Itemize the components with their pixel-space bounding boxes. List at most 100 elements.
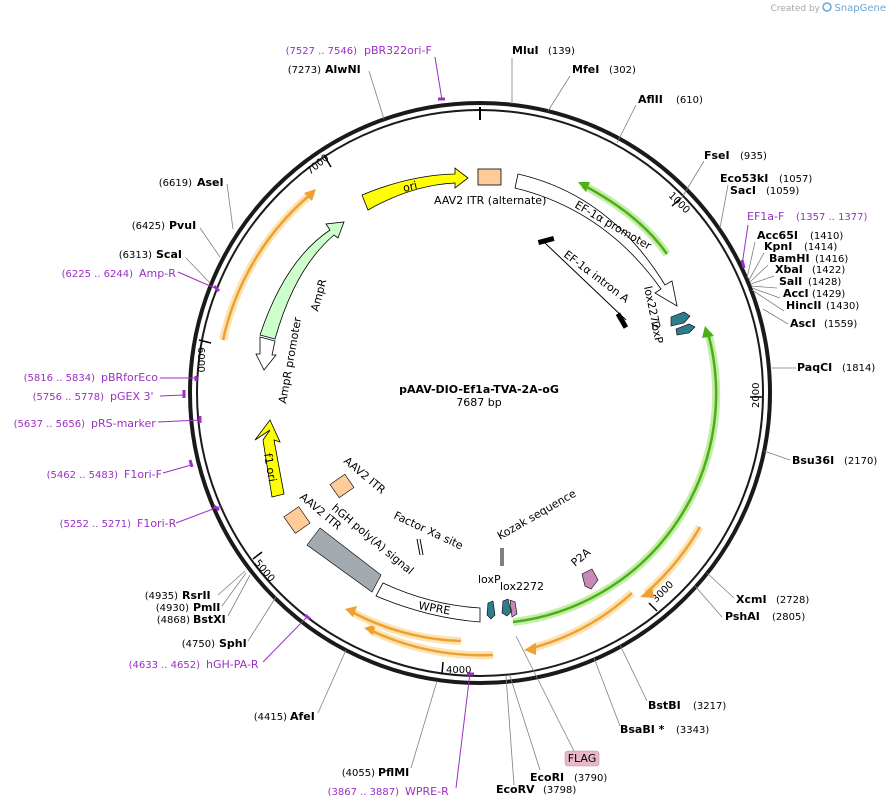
enzyme-position: (4868) bbox=[157, 615, 190, 626]
enzyme-name[interactable]: AccI bbox=[783, 287, 809, 300]
enzyme-labels: MluI (139) MfeI (302) AflII (610) FseI (… bbox=[119, 44, 878, 796]
enzyme-position: (139) bbox=[548, 46, 575, 57]
loxp-bottom-label: loxP bbox=[478, 573, 501, 586]
enzyme-position: (1814) bbox=[842, 363, 875, 374]
lox2272-bottom-label: lox2272 bbox=[500, 580, 544, 593]
enzyme-name[interactable]: PvuI bbox=[169, 219, 196, 232]
loxp-bottom-shape[interactable] bbox=[486, 600, 496, 620]
enzyme-position: (1059) bbox=[766, 186, 799, 197]
enzyme-position: (4930) bbox=[156, 603, 189, 614]
backbone-outer bbox=[188, 101, 772, 685]
loxp-top-shape[interactable] bbox=[675, 323, 696, 336]
primer-name[interactable]: EF1a-F bbox=[747, 210, 784, 223]
enzyme-name[interactable]: AscI bbox=[790, 317, 816, 330]
enzyme-name[interactable]: EcoRI bbox=[530, 771, 564, 784]
enzyme-name[interactable]: MfeI bbox=[572, 63, 599, 76]
primer-name[interactable]: Amp-R bbox=[139, 267, 176, 280]
enzyme-name[interactable]: XbaI bbox=[775, 263, 803, 276]
primer-name[interactable]: hGH-PA-R bbox=[206, 658, 259, 671]
enzyme-name[interactable]: PshAI bbox=[725, 610, 760, 623]
enzyme-name[interactable]: AflII bbox=[638, 93, 663, 106]
primer-position: (5756 .. 5778) bbox=[33, 392, 105, 403]
enzyme-name[interactable]: EcoRV bbox=[496, 783, 535, 796]
enzyme-name[interactable]: BstBI bbox=[648, 699, 681, 712]
orange-cds-1-feature[interactable] bbox=[640, 525, 704, 598]
primer-position: (6225 .. 6244) bbox=[62, 269, 134, 280]
enzyme-position: (4055) bbox=[342, 768, 375, 779]
enzyme-name[interactable]: AlwNI bbox=[325, 63, 361, 76]
orange-cds-5-feature[interactable] bbox=[219, 189, 316, 341]
p2a-label: P2A bbox=[569, 545, 594, 569]
enzyme-name[interactable]: BsaBI * bbox=[620, 723, 665, 736]
enzyme-name[interactable]: HincII bbox=[786, 299, 822, 312]
enzyme-name[interactable]: PaqCI bbox=[797, 361, 832, 374]
enzyme-name[interactable]: PflMI bbox=[378, 766, 409, 779]
enzyme-name[interactable]: FseI bbox=[704, 149, 730, 162]
ori-feature[interactable]: ori bbox=[361, 167, 469, 211]
itr-box-a[interactable] bbox=[283, 506, 311, 534]
primer-position: (7527 .. 7546) bbox=[286, 46, 358, 57]
orange-cds-3-feature[interactable] bbox=[364, 624, 494, 660]
enzyme-position: (2805) bbox=[772, 612, 805, 623]
enzyme-name[interactable]: XcmI bbox=[736, 593, 767, 606]
enzyme-name[interactable]: KpnI bbox=[764, 240, 792, 253]
enzyme-position: (2170) bbox=[844, 456, 877, 467]
orange-cds-4-feature[interactable] bbox=[345, 606, 462, 645]
enzyme-name[interactable]: AseI bbox=[197, 176, 224, 189]
enzyme-name[interactable]: BstXI bbox=[193, 613, 226, 626]
ef1a-intron-feature[interactable]: EF-1α intron A bbox=[537, 235, 632, 329]
enzyme-position: (7273) bbox=[288, 65, 321, 76]
enzyme-name[interactable]: ScaI bbox=[156, 248, 182, 261]
linker-shape bbox=[509, 599, 518, 618]
green-cds-main-feature[interactable] bbox=[512, 326, 721, 626]
wpre-feature[interactable]: WPRE bbox=[375, 582, 481, 623]
primer-name[interactable]: pRS-marker bbox=[91, 417, 156, 430]
primer-position: (5816 .. 5834) bbox=[24, 373, 96, 384]
enzyme-name[interactable]: Acc65I bbox=[757, 229, 798, 242]
kozak-label: Kozak sequence bbox=[495, 487, 579, 543]
enzyme-name[interactable]: PmlI bbox=[193, 601, 220, 614]
primer-position: (5462 .. 5483) bbox=[47, 470, 119, 481]
primer-name[interactable]: F1ori-F bbox=[124, 468, 162, 481]
wpre-label: WPRE bbox=[417, 599, 451, 617]
enzyme-name[interactable]: Eco53kI bbox=[720, 172, 768, 185]
itr-box-b[interactable] bbox=[329, 473, 355, 499]
factor-xa-label: Factor Xa site bbox=[392, 509, 466, 552]
enzyme-name[interactable]: AfeI bbox=[290, 710, 315, 723]
primer-name[interactable]: WPRE-R bbox=[405, 785, 449, 798]
enzyme-name[interactable]: SacI bbox=[730, 184, 756, 197]
primer-name[interactable]: pBR322ori-F bbox=[364, 44, 432, 57]
p2a-shape[interactable] bbox=[581, 568, 599, 590]
enzyme-name[interactable]: MluI bbox=[512, 44, 539, 57]
enzyme-position: (1429) bbox=[812, 289, 845, 300]
itr-alternate-box[interactable] bbox=[477, 168, 502, 186]
enzyme-name[interactable]: RsrII bbox=[182, 589, 211, 602]
enzyme-position: (1414) bbox=[804, 242, 837, 253]
lox2272-bottom-shape[interactable] bbox=[501, 598, 512, 617]
enzyme-position: (1422) bbox=[812, 265, 845, 276]
tick-label: 5000 bbox=[252, 558, 277, 585]
enzyme-position: (302) bbox=[609, 65, 636, 76]
enzyme-leader-lines bbox=[185, 58, 796, 786]
primer-position: (1357 .. 1377) bbox=[796, 212, 868, 223]
green-cds-top-feature[interactable] bbox=[578, 181, 671, 257]
primer-name[interactable]: pBRforEco bbox=[101, 371, 158, 384]
enzyme-name[interactable]: SphI bbox=[219, 637, 247, 650]
loxp-top-label: loxP bbox=[648, 320, 665, 345]
ticks bbox=[198, 156, 762, 675]
orange-cds-2-feature[interactable] bbox=[524, 590, 635, 655]
enzyme-name[interactable]: Bsu36I bbox=[792, 454, 834, 467]
ori-label: ori bbox=[402, 179, 419, 195]
flag-badge[interactable] bbox=[564, 750, 600, 767]
lox2272-top-shape[interactable] bbox=[670, 311, 691, 327]
enzyme-name[interactable]: SalI bbox=[779, 275, 802, 288]
ampr-label: AmpR bbox=[308, 277, 329, 312]
primer-name[interactable]: F1ori-R bbox=[137, 517, 177, 530]
f1-ori-feature[interactable]: f1 ori bbox=[254, 419, 285, 498]
enzyme-name[interactable]: BamHI bbox=[769, 252, 810, 265]
enzyme-position: (3217) bbox=[693, 701, 726, 712]
enzyme-position: (6425) bbox=[132, 221, 165, 232]
factor-xa-marker[interactable] bbox=[416, 538, 421, 556]
primer-name[interactable]: pGEX 3' bbox=[110, 390, 154, 403]
